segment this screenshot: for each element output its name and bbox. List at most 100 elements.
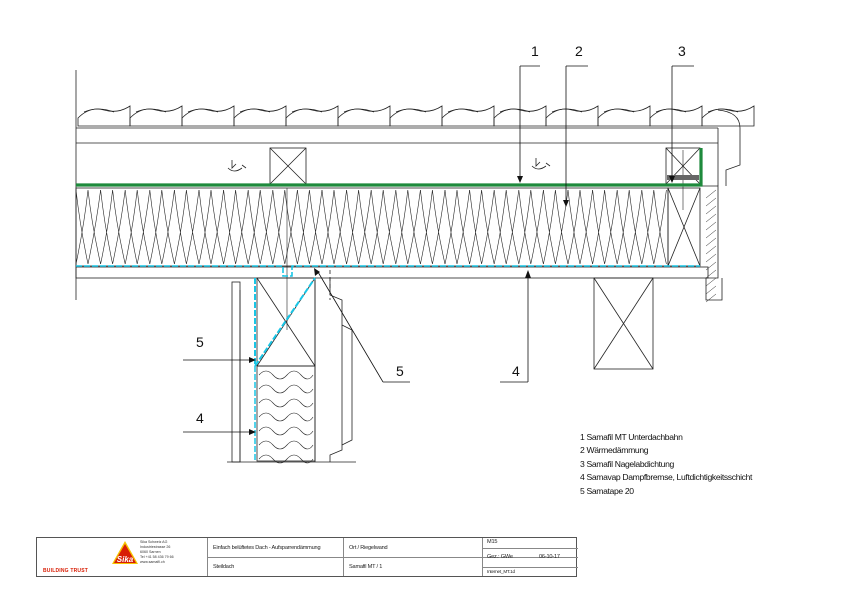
- address-line: 6060 Sarnen: [140, 549, 161, 554]
- tile-edge: [239, 108, 271, 113]
- timber-cross: [667, 187, 701, 267]
- hatch-line: [705, 245, 717, 255]
- hatch-line: [705, 197, 717, 207]
- tile-edge: [291, 108, 323, 113]
- insulation-wave: [149, 189, 175, 265]
- tile: [389, 105, 443, 127]
- insulation-wave: [124, 189, 151, 265]
- tile: [441, 105, 495, 127]
- leader-lines: [183, 65, 694, 433]
- insulation-layer: [75, 187, 669, 267]
- tile: [285, 105, 339, 127]
- callout-1: 1: [531, 43, 539, 59]
- eave-board: [701, 185, 723, 301]
- address-line: Industriestrasse 26: [140, 544, 171, 549]
- insulation-wave: [297, 189, 323, 265]
- timber-cross: [269, 147, 307, 185]
- hatch-line: [705, 253, 717, 263]
- tile-edge: [551, 108, 583, 113]
- tile-edge: [499, 108, 531, 113]
- company-address: Sika Schweiz AG Industriestrasse 26 6060…: [140, 540, 174, 565]
- tile: [493, 105, 547, 127]
- wall-cladding-left: [231, 281, 241, 463]
- leader-arrowheads: [249, 176, 675, 435]
- eave-hatch: [705, 189, 717, 303]
- airflow-arrow-icon: [227, 158, 551, 172]
- drawing-date: 06-10-17: [539, 554, 560, 560]
- legend-item-1: 1 Samafil MT Unterdachbahn: [580, 432, 683, 442]
- tile-edge: [187, 108, 219, 113]
- hatch-line: [705, 229, 717, 239]
- vapour-barrier: [76, 265, 700, 277]
- insulation-wave: [395, 189, 421, 265]
- tile-edge: [395, 108, 427, 113]
- insulation-wave: [198, 189, 224, 265]
- callout-3: 3: [678, 43, 686, 59]
- hatch-line: [705, 237, 717, 247]
- insulation-wave: [518, 189, 544, 265]
- underlay-membrane: [76, 148, 703, 187]
- wall-insulation: [256, 365, 316, 462]
- hatch-line: [705, 277, 717, 287]
- insulation-wave: [469, 189, 495, 265]
- drawing-location: Ort / Riegelwand: [349, 545, 388, 551]
- callout-2: 2: [575, 43, 583, 59]
- address-line: Tel +41 58 436 79 66: [140, 554, 174, 559]
- insulation-wave: [223, 189, 249, 265]
- tile-edge: [707, 108, 739, 113]
- tile: [597, 105, 651, 127]
- legend-item-5: 5 Samatape 20: [580, 485, 634, 496]
- cover-board: [75, 266, 709, 279]
- wall-insulation-wave: [258, 370, 314, 380]
- drawing-number: M15: [487, 539, 498, 545]
- callout-5-roof: 5: [396, 363, 404, 379]
- wall-insulation-pattern: [258, 370, 314, 464]
- tile: [337, 105, 391, 127]
- roof-tiles: [77, 105, 755, 127]
- insulation-wave: [75, 189, 101, 265]
- insulation-wave: [493, 189, 520, 265]
- nail-seal-strip: [667, 175, 699, 180]
- file-name: Internet_MT.1d: [487, 569, 515, 574]
- insulation-wave: [100, 189, 126, 265]
- hatch-line: [705, 221, 717, 231]
- tile-edge: [135, 108, 167, 113]
- insulation-wave: [321, 189, 347, 265]
- fascia-profile: [717, 109, 741, 186]
- insulation-wave: [641, 189, 667, 265]
- tile-edge: [603, 108, 635, 113]
- hatch-line: [705, 269, 717, 279]
- tile: [129, 105, 183, 127]
- insulation-wave: [370, 189, 397, 265]
- legend-item-4: 4 Samavap Dampfbremse, Luftdichtigkeitss…: [580, 472, 753, 483]
- insulation-wave: [272, 189, 298, 265]
- tile-edge: [83, 108, 115, 113]
- insulation-wave: [420, 189, 446, 265]
- wall-insulation-wave: [258, 426, 314, 436]
- tile-edge: [447, 108, 479, 113]
- insulation-wave: [444, 189, 470, 265]
- title-block: BUILDING TRUST Sika Sika Schweiz AG Indu…: [36, 537, 578, 577]
- insulation-wave: [174, 189, 200, 265]
- tile: [181, 105, 235, 127]
- hatch-line: [705, 293, 717, 303]
- hatch-line: [705, 285, 717, 295]
- tile-edge: [343, 108, 375, 113]
- insulation-wave: [592, 189, 618, 265]
- hatch-line: [705, 213, 717, 223]
- tile: [701, 105, 755, 127]
- insulation-wave: [346, 189, 372, 265]
- insulation-pattern: [75, 189, 667, 265]
- drawing-description: Einfach belüftetes Dach - Aufsparrendämm…: [213, 545, 321, 551]
- tile: [233, 105, 287, 127]
- hatch-line: [705, 261, 717, 271]
- wall-insulation-wave: [258, 398, 314, 408]
- callout-5-wall: 5: [196, 334, 204, 350]
- rafter: [593, 277, 654, 370]
- hatch-line: [705, 189, 717, 199]
- tile: [77, 105, 131, 127]
- callout-4-wall: 4: [196, 410, 204, 426]
- callout-4-roof: 4: [512, 363, 520, 379]
- roof-type: Steildach: [213, 564, 235, 570]
